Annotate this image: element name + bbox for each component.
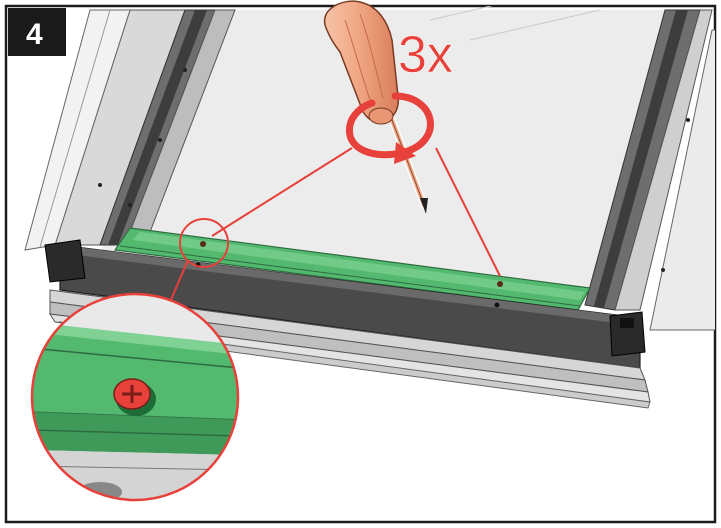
screw-hole-1 [200, 241, 206, 247]
repeat-count-label: 3x [398, 26, 453, 84]
rotate-clockwise-icon [346, 92, 434, 164]
right-side-rail-outer [614, 9, 713, 311]
step-badge: 4 [8, 8, 66, 56]
step-number: 4 [26, 18, 43, 51]
screw-hole-2 [497, 281, 503, 287]
callout-line-right [435, 147, 501, 277]
zoom-detail-callout [30, 292, 240, 502]
screwdriver-icon [323, 0, 428, 214]
callout-line-left [211, 147, 353, 237]
screw-highlight-circle [179, 218, 229, 268]
phillips-screw-icon [113, 378, 156, 416]
